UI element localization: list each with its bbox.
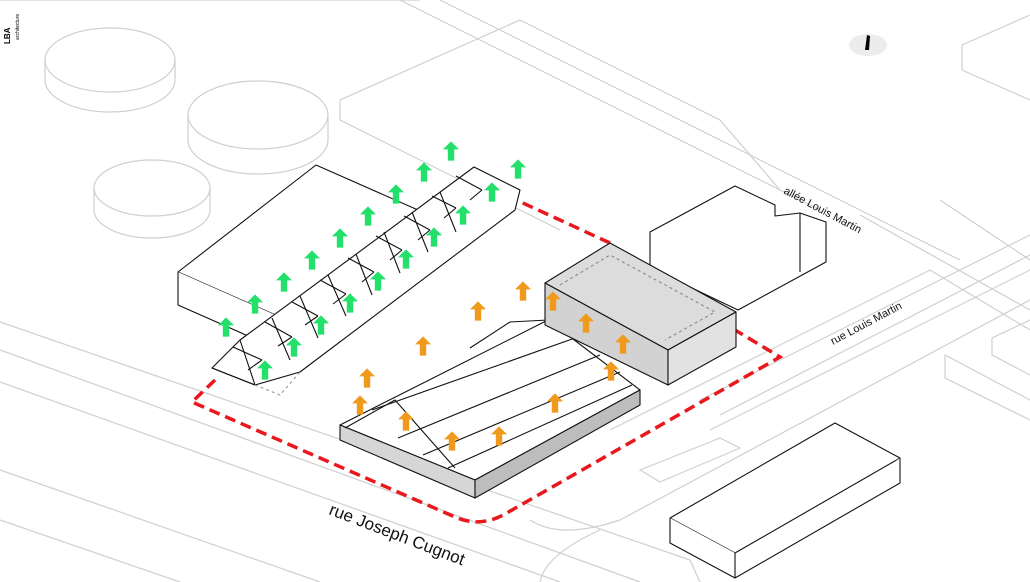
striped-roof-building: [339, 319, 641, 499]
site-boundary: [188, 196, 784, 524]
north-arrow-icon: [849, 34, 887, 56]
zigzag-roof-building: [211, 166, 521, 396]
street-label-louis-martin-rue: rue Louis Martin: [829, 300, 904, 348]
street-label-joseph-cugnot: rue Joseph Cugnot: [327, 500, 468, 569]
existing-building-bottom-right: [669, 422, 901, 579]
grey-box-building: [544, 242, 737, 386]
